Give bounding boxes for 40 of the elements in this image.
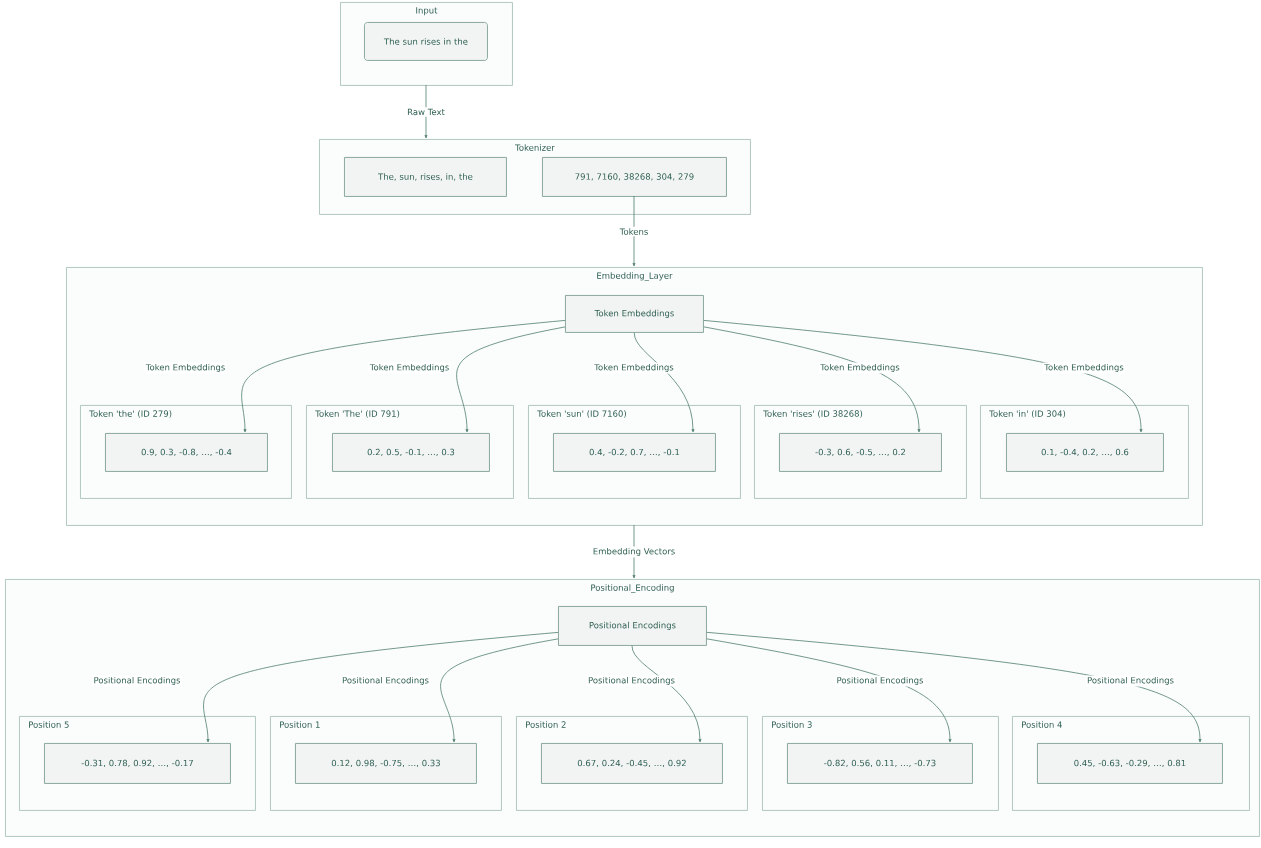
process-box: 0.4, -0.2, 0.7, …, -0.1: [553, 433, 716, 472]
arrow: [424, 84, 428, 139]
arrow: [706, 631, 1202, 743]
edge-label: Token Embeddings: [1042, 362, 1126, 374]
arrow: [703, 320, 1143, 433]
edge-label: Positional Encodings: [586, 675, 677, 687]
arrow: [456, 326, 566, 433]
edge-label: Token Embeddings: [818, 362, 902, 374]
process-box: -0.82, 0.56, 0.11, …, -0.73: [787, 743, 973, 784]
arrow: [203, 632, 559, 743]
arrow: [632, 195, 636, 267]
edge-label: Token Embeddings: [368, 362, 451, 374]
process-box: 0.12, 0.98, -0.75, …, 0.33: [295, 743, 477, 784]
process-box: -0.3, 0.6, -0.5, …, 0.2: [779, 433, 942, 472]
process-box: 791, 7160, 38268, 304, 279: [542, 157, 727, 197]
edge-label: Tokens: [618, 226, 650, 237]
process-box: 0.9, 0.3, -0.8, …, -0.4: [105, 433, 268, 472]
process-box: 0.1, -0.4, 0.2, …, 0.6: [1006, 433, 1164, 472]
process-box: Token Embeddings: [565, 295, 704, 333]
arrow: [440, 638, 559, 743]
arrow: [631, 645, 702, 743]
edge-label: Token Embeddings: [144, 362, 227, 374]
edge-label: Token Embeddings: [592, 362, 676, 374]
process-box: 0.2, 0.5, -0.1, …, 0.3: [332, 433, 490, 472]
process-box: 0.45, -0.63, -0.29, …, 0.81: [1037, 743, 1223, 784]
process-box: 0.67, 0.24, -0.45, …, 0.92: [541, 743, 723, 784]
arrow: [703, 326, 921, 433]
edge-label: Positional Encodings: [340, 675, 431, 687]
edge-label: Positional Encodings: [92, 675, 182, 687]
process-box: The sun rises in the: [364, 22, 488, 61]
process-box: -0.31, 0.78, 0.92, …, -0.17: [44, 743, 231, 784]
edge-label: Positional Encodings: [1085, 675, 1176, 687]
arrow: [633, 332, 695, 433]
edge-label: Raw Text: [405, 107, 447, 117]
process-box: Positional Encodings: [558, 606, 707, 646]
edge-label: Embedding Vectors: [591, 546, 677, 558]
process-box: The, sun, rises, in, the: [344, 157, 507, 197]
edge-label: Positional Encodings: [835, 675, 925, 687]
arrow: [706, 638, 952, 743]
arrow: [241, 320, 566, 433]
